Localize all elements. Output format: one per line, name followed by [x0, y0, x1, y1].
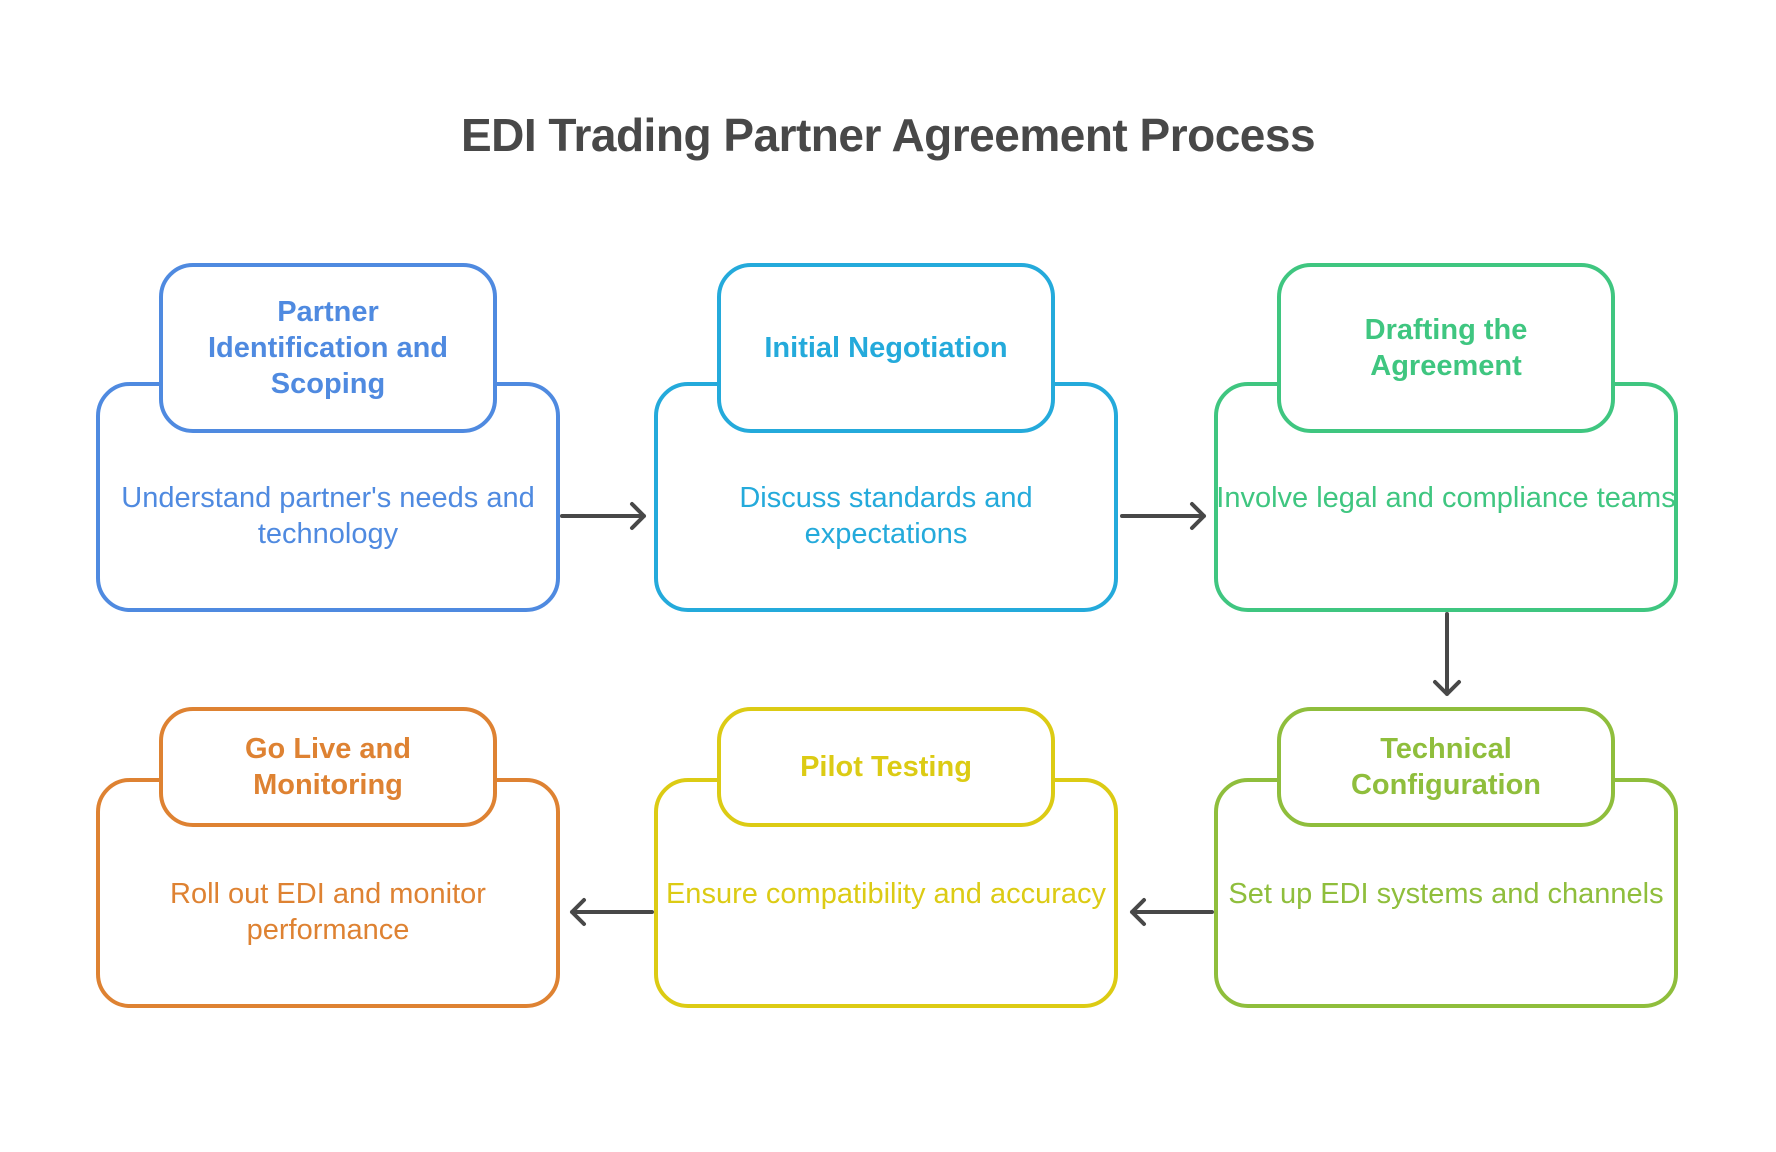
- step-description: Set up EDI systems and channels: [1228, 878, 1664, 910]
- step-description: Involve legal and compliance teams: [1216, 482, 1676, 514]
- step-description: Ensure compatibility and accuracy: [665, 878, 1107, 910]
- step-header-partner-identification: Partner Identification and Scoping: [159, 263, 497, 433]
- arrow-down-icon: [1433, 612, 1461, 696]
- step-title: Pilot Testing: [800, 751, 972, 783]
- step-title: Initial Negotiation: [764, 332, 1008, 364]
- arrow-left-icon: [570, 898, 654, 926]
- arrow-right-icon: [560, 502, 646, 530]
- step-description: Understand partner's needs and technolog…: [121, 482, 535, 550]
- step-title: Go Live and Monitoring: [245, 733, 411, 801]
- step-header-drafting-agreement: Drafting the Agreement: [1277, 263, 1615, 433]
- arrow-right-icon: [1120, 502, 1206, 530]
- step-title: Partner Identification and Scoping: [207, 296, 449, 400]
- step-header-initial-negotiation: Initial Negotiation: [717, 263, 1055, 433]
- step-header-pilot-testing: Pilot Testing: [717, 707, 1055, 827]
- arrow-left-icon: [1130, 898, 1214, 926]
- step-description: Roll out EDI and monitor performance: [170, 878, 486, 946]
- step-header-technical-configuration: Technical Configuration: [1277, 707, 1615, 827]
- step-description: Discuss standards and expectations: [739, 482, 1033, 550]
- step-header-go-live: Go Live and Monitoring: [159, 707, 497, 827]
- step-title: Technical Configuration: [1350, 733, 1542, 801]
- diagram-title: EDI Trading Partner Agreement Process: [460, 109, 1316, 161]
- step-title: Drafting the Agreement: [1364, 314, 1528, 382]
